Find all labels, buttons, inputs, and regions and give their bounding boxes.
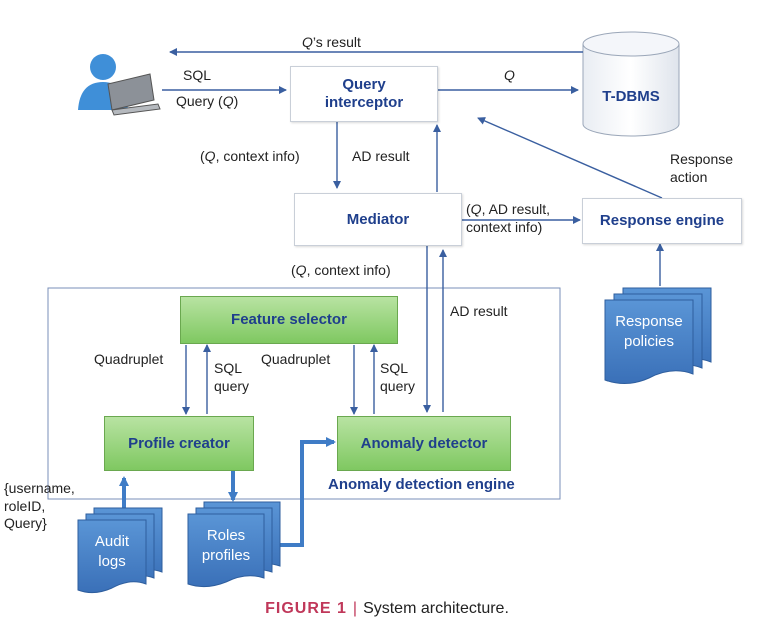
roles-profiles-doc xyxy=(187,501,281,588)
label-ad-result-2: AD result xyxy=(450,303,508,319)
response-policies-label: Response policies xyxy=(615,313,683,350)
figure-caption: FIGURE 1 | System architecture. xyxy=(0,600,774,618)
label-sql-query-2: SQL query xyxy=(380,360,416,394)
user-icon xyxy=(78,54,161,116)
label-q-result: Q’s result xyxy=(302,34,361,50)
label-q-context-info-2: (Q, context info) xyxy=(291,262,391,278)
caption-text: System architecture. xyxy=(363,600,509,617)
query-interceptor-box: Query interceptor xyxy=(290,66,438,122)
anomaly-detection-engine-label: Anomaly detection engine xyxy=(328,476,515,493)
tdbms-cylinder xyxy=(582,31,680,137)
label-quadruplet-2: Quadruplet xyxy=(261,351,331,367)
label-response-action: Response action xyxy=(670,151,734,185)
audit-logs-doc xyxy=(77,507,163,594)
label-sql-query-1: SQL query xyxy=(214,360,250,394)
arrow-response-to-tdbms xyxy=(477,117,663,199)
response-engine-box: Response engine xyxy=(582,198,742,244)
label-ad-result-1: AD result xyxy=(352,148,410,164)
audit-logs-label: Audit logs xyxy=(94,533,130,570)
label-q-ad-result: (Q, AD result,context info) xyxy=(466,201,551,235)
anomaly-detector-box: Anomaly detector xyxy=(337,416,511,471)
figure-number: FIGURE 1 xyxy=(265,600,347,617)
label-query-q: Query (Q) xyxy=(176,93,239,109)
feature-selector-box: Feature selector xyxy=(180,296,398,344)
label-q-to-tdbms: Q xyxy=(504,67,515,83)
profile-creator-box: Profile creator xyxy=(104,416,254,471)
label-audit-input: {username, roleID, Query} xyxy=(4,480,75,531)
tdbms-label: T-DBMS xyxy=(602,88,660,105)
label-sql: SQL xyxy=(183,67,212,83)
response-policies-doc xyxy=(604,287,712,384)
arrow-roles-to-detector xyxy=(278,437,336,547)
roles-profiles-label: Roles profiles xyxy=(201,527,251,564)
label-quadruplet-1: Quadruplet xyxy=(94,351,164,367)
caption-separator: | xyxy=(352,600,358,617)
label-q-context-info-1: (Q, context info) xyxy=(200,148,300,164)
mediator-box: Mediator xyxy=(294,193,462,246)
